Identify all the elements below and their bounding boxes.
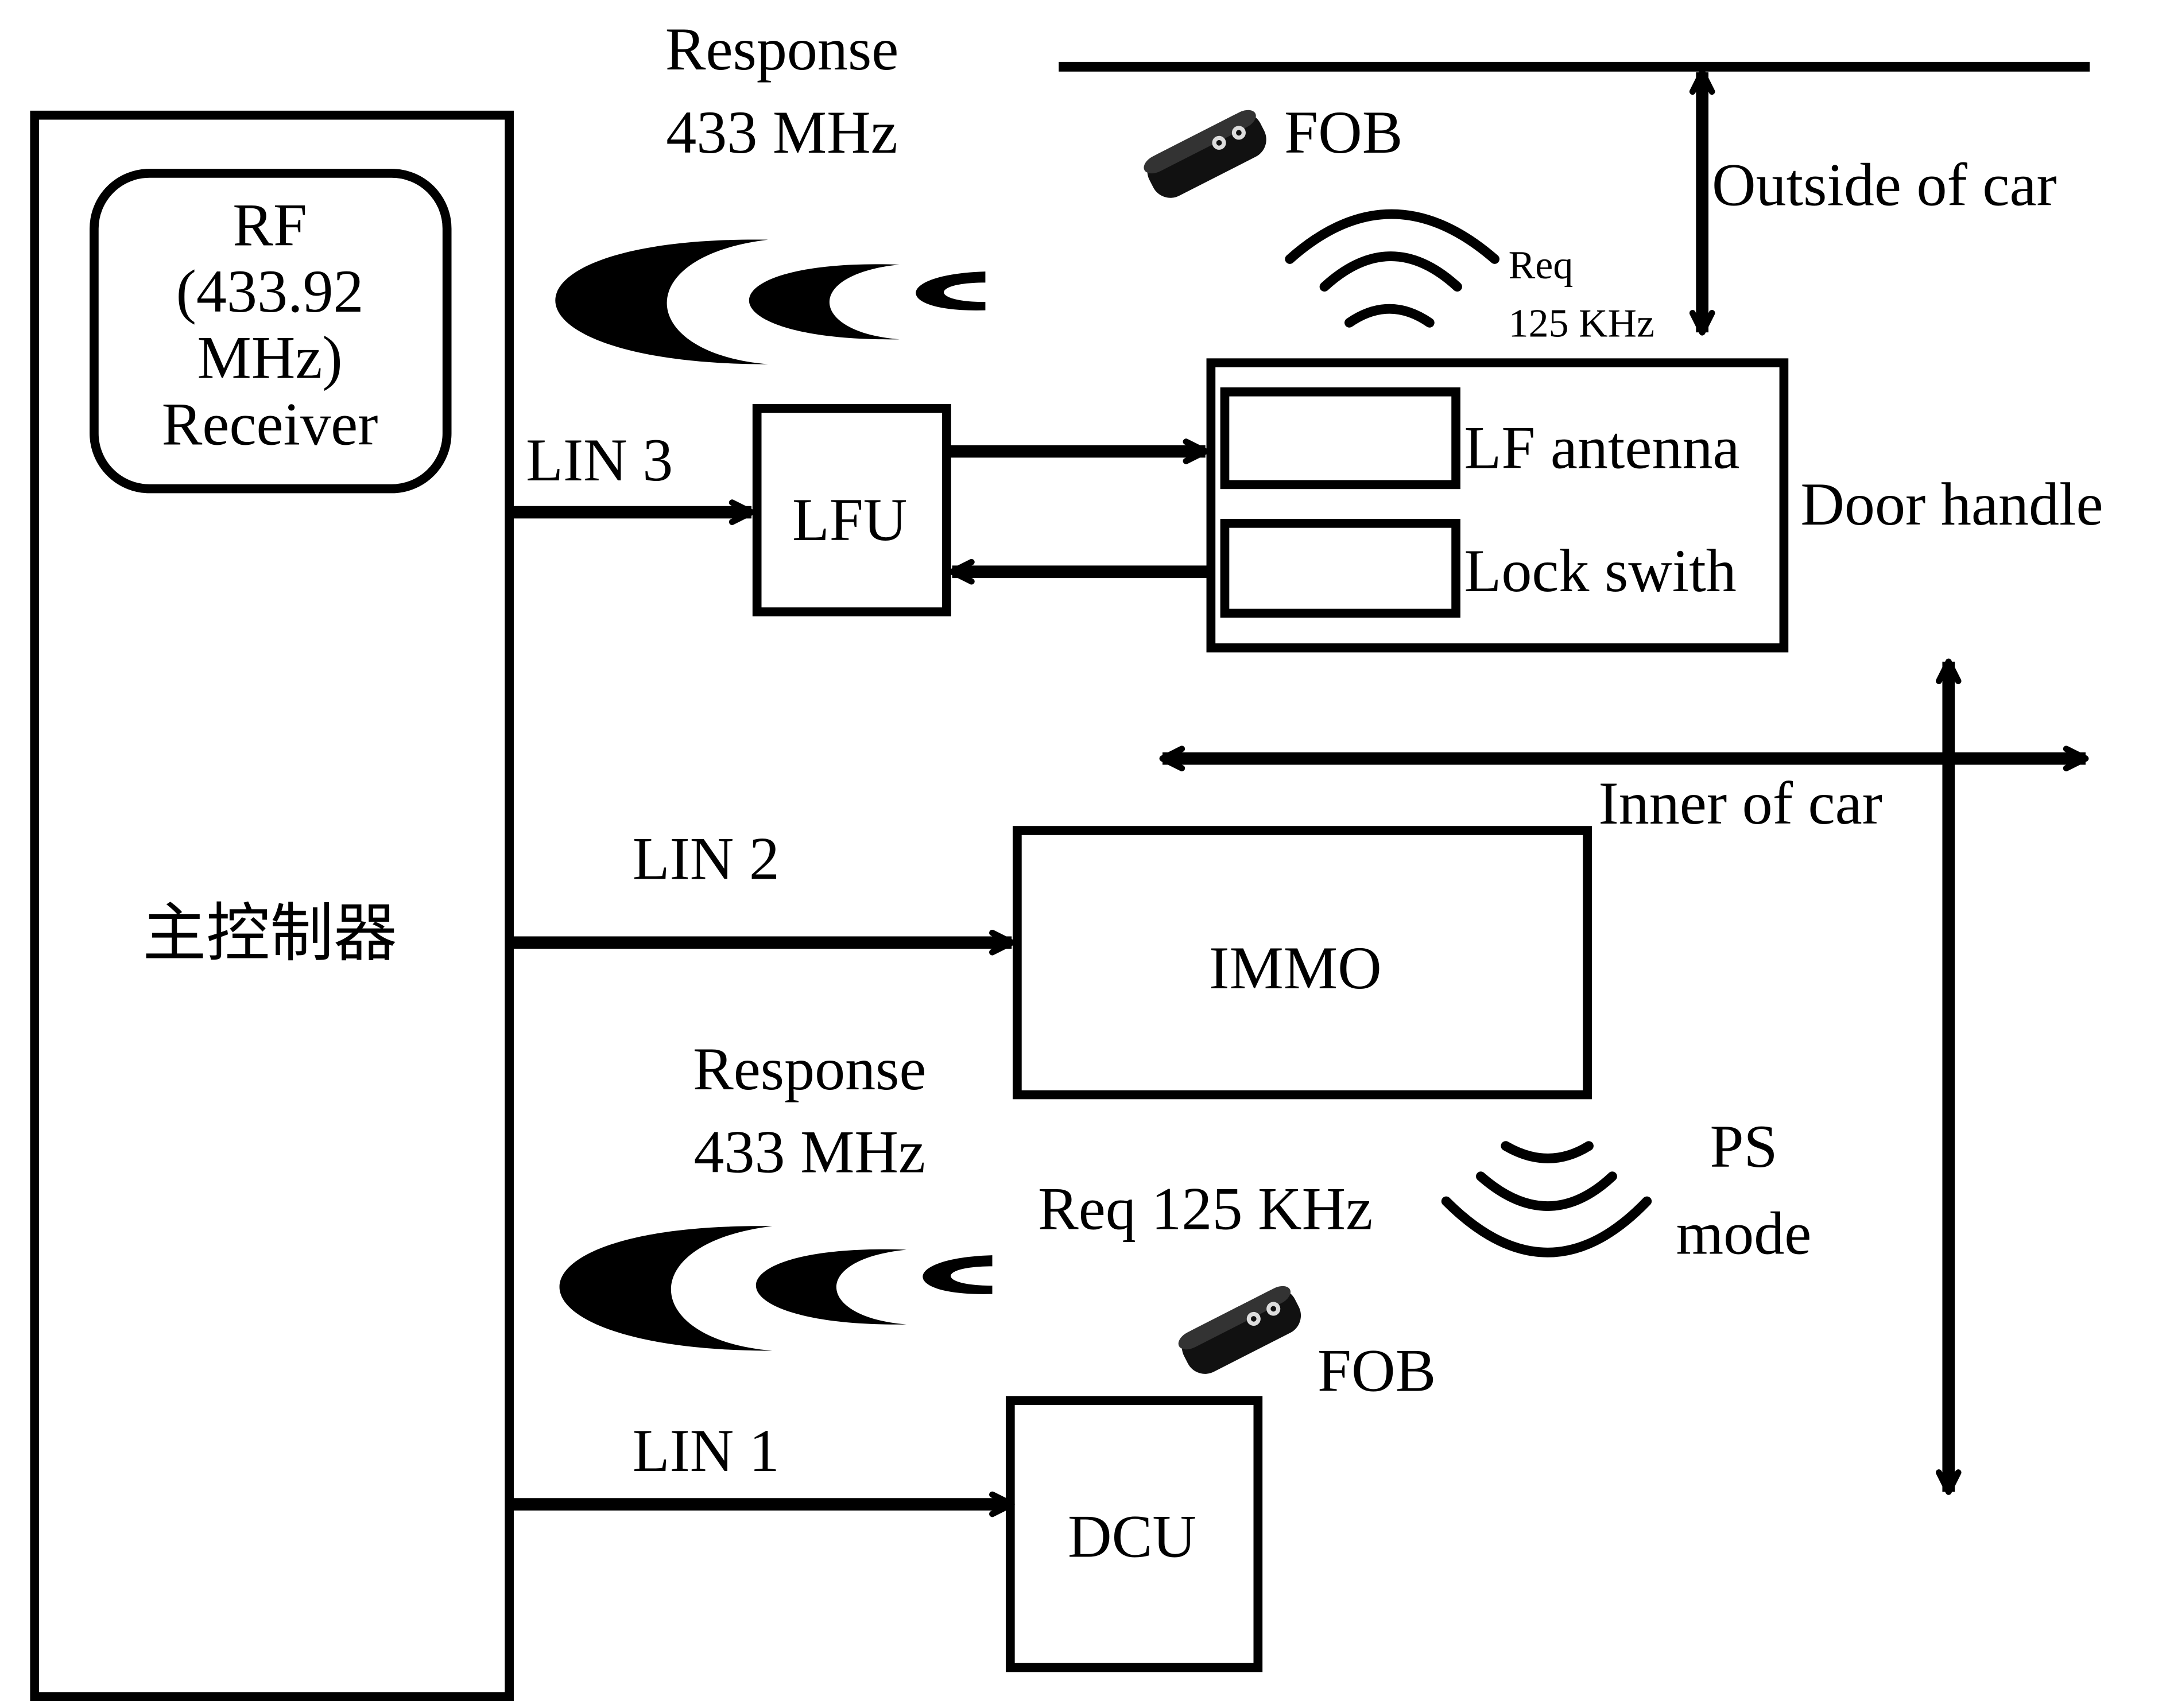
- lin2-label: LIN 2: [633, 824, 780, 892]
- car-key-fob-icon: [1178, 1286, 1301, 1374]
- lin1-label: LIN 1: [633, 1416, 780, 1484]
- outside-of-car-label: Outside of car: [1712, 150, 2057, 218]
- top-response-freq-label: 433 MHz: [666, 98, 898, 166]
- dcu-box: [1005, 1396, 1263, 1672]
- rf-crescent-wave-icon: [555, 239, 986, 364]
- lock-switch-label: Lock swith: [1464, 537, 1737, 604]
- rf-receiver-label: (433.92: [176, 257, 364, 325]
- bottom-req-label: Req 125 KHz: [1038, 1174, 1373, 1242]
- lfu-box: [752, 403, 951, 616]
- rf-receiver-label: MHz): [197, 324, 342, 391]
- bottom-response-label: Response: [693, 1035, 927, 1103]
- immo-label: IMMO: [1209, 934, 1382, 1001]
- rf-crescent-wave-icon: [559, 1226, 993, 1351]
- main-controller-label: 主控制器: [142, 896, 397, 971]
- rf-receiver-label: RF: [232, 191, 307, 258]
- lfu-label: LFU: [792, 486, 907, 553]
- car-key-fob-icon: [1144, 110, 1266, 198]
- ps-mode-label: mode: [1676, 1200, 1812, 1267]
- lf-antenna-box: [1220, 387, 1460, 490]
- rf-receiver-box: [90, 169, 452, 494]
- top-req-freq-label: 125 KHz: [1509, 301, 1654, 346]
- top-req-label: Req: [1509, 243, 1574, 288]
- lock-switch-box: [1220, 519, 1460, 618]
- main-controller-box: [30, 110, 514, 1701]
- lf-signal-arc-icon: [1285, 209, 1500, 328]
- bottom-fob-label: FOB: [1318, 1336, 1436, 1404]
- top-fob-label: FOB: [1284, 98, 1402, 166]
- lf-antenna-label: LF antenna: [1464, 413, 1740, 481]
- door-handle-label: Door handle: [1800, 470, 2103, 538]
- lin3-label: LIN 3: [526, 426, 673, 494]
- door-handle-box: [1206, 358, 1789, 653]
- immo-box: [1013, 826, 1592, 1100]
- rf-receiver-label: Receiver: [162, 390, 378, 457]
- ps-mode-label: PS: [1710, 1112, 1778, 1180]
- dcu-label: DCU: [1068, 1503, 1196, 1570]
- bottom-response-freq-label: 433 MHz: [693, 1117, 925, 1185]
- lf-signal-arc-icon: [1441, 1141, 1652, 1257]
- top-response-label: Response: [665, 15, 899, 83]
- inner-of-car-label: Inner of car: [1598, 769, 1882, 837]
